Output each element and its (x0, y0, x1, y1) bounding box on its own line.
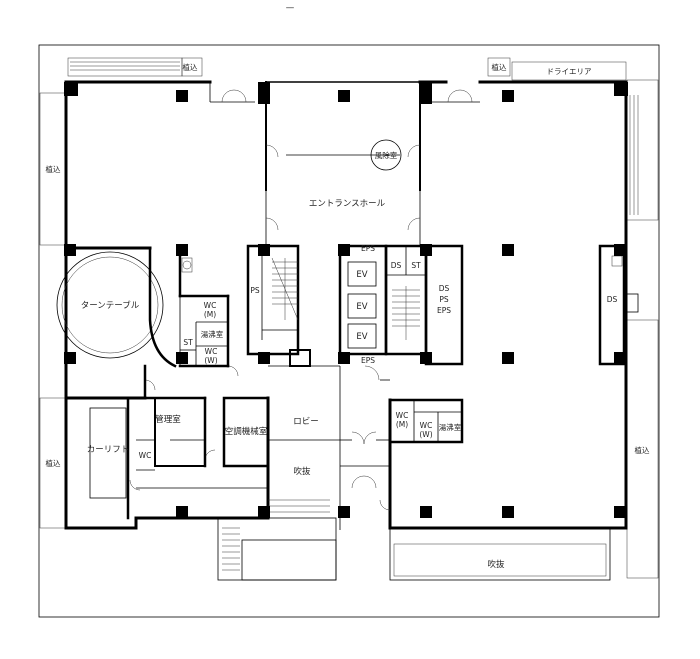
wc-small-label: WC (139, 451, 152, 460)
ds-core-label: DS (391, 261, 402, 270)
turntable (56, 251, 164, 359)
lower-left-rooms (89, 364, 270, 520)
wc-m-right-label: WC(M) (396, 411, 409, 429)
hot-water-left-label: 湯沸室 (201, 329, 224, 339)
plant-top-left-label: 植込 (183, 62, 198, 72)
dry-area-label: ドライエリア (547, 67, 592, 76)
wc-w-right-label: WC(W) (419, 421, 432, 439)
wc-w-left-label: WC(W) (204, 347, 217, 365)
ds-right-label: DS (607, 295, 618, 304)
stair-core-left (246, 244, 311, 367)
windbreak-label: 風除室 (375, 150, 398, 160)
entrance-hall-walls (209, 82, 480, 245)
plant-left-upper-label: 植込 (46, 164, 61, 174)
plant-right-label: 植込 (635, 445, 650, 455)
eps-bottom-label: EPS (361, 356, 375, 365)
doors (129, 89, 473, 511)
hvac-room-label: 空調機械室 (225, 426, 268, 437)
void-center-label: 吹抜 (293, 466, 311, 477)
plant-left-lower-label: 植込 (46, 458, 61, 468)
st-core-label: ST (411, 261, 421, 270)
lobby-area (268, 365, 390, 530)
st-left-label: ST (183, 338, 193, 347)
bottom-void (389, 527, 611, 581)
ev1-label: EV (356, 270, 367, 280)
ps-label: PS (250, 286, 260, 295)
management-label: 管理室 (155, 414, 181, 425)
bottom-stairs (217, 499, 337, 581)
void-bottom-label: 吹抜 (487, 559, 505, 570)
structural-columns (64, 82, 628, 518)
hot-water-right-label: 湯沸室 (439, 422, 462, 432)
car-lift-label: カーリフト (87, 445, 130, 455)
turntable-label: ターンテーブル (81, 300, 140, 311)
right-ds-shaft (598, 244, 639, 366)
right-wc-block (388, 398, 464, 444)
entrance-hall-label: エントランスホール (309, 199, 386, 209)
lobby-label: ロビー (293, 417, 319, 427)
ev2-label: EV (356, 302, 367, 312)
wc-m-left-label: WC(M) (204, 301, 217, 319)
ev3-label: EV (356, 332, 367, 342)
plant-top-right-label: 植込 (492, 62, 507, 72)
eps-top-label: EPS (361, 244, 375, 253)
left-core (148, 246, 230, 368)
top-mark: — (286, 3, 295, 13)
elevator-core (338, 244, 464, 366)
site-boundary (38, 44, 660, 618)
windbreak-room (370, 139, 402, 171)
